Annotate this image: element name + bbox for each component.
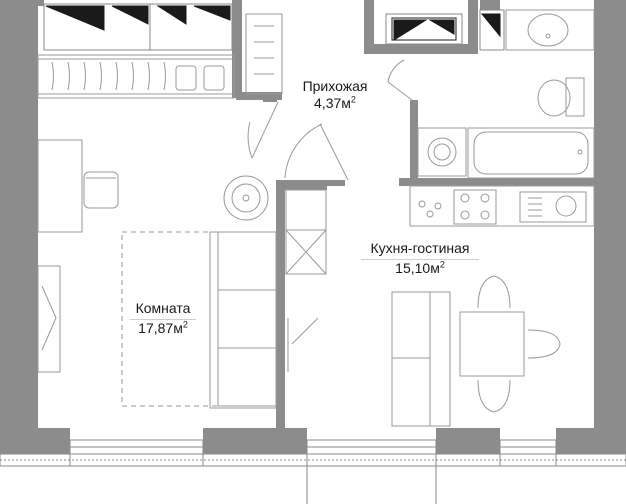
hallway-area: 4,37м2 [314,94,356,111]
kitchen-furniture [285,185,595,427]
kitchen-name: Кухня-гостиная [370,240,470,256]
kitchen-label: Кухня-гостиная 15,10м2 [352,240,488,277]
bathroom [417,9,595,179]
hallway-name: Прихожая [302,78,368,94]
room-name: Комната [135,300,191,316]
room-furniture [37,13,283,409]
room-area: 17,87м2 [138,319,188,336]
hallway-label: Прихожая 4,37м2 [290,78,380,112]
walls [0,0,626,454]
windows [0,439,626,504]
room-label: Комната 17,87м2 [118,300,208,337]
top-windows [43,3,505,51]
kitchen-area: 15,10м2 [395,259,445,276]
doors [247,59,413,181]
